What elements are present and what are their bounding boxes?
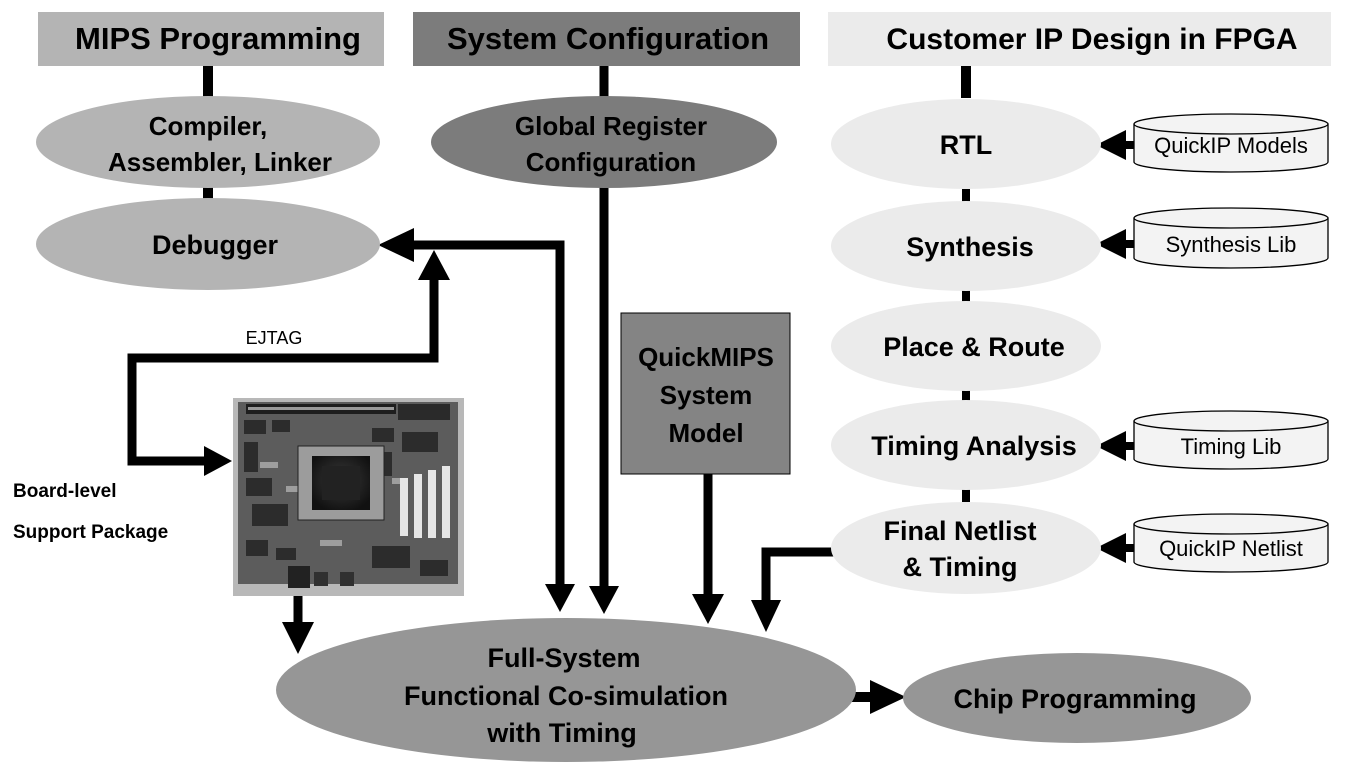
- connector-debugger-feedback-path: [412, 240, 565, 592]
- node-rtl-label: RTL: [940, 130, 992, 160]
- node-final-netlist: Final Netlist & Timing: [831, 502, 1101, 594]
- arrowhead-into-timing: [1096, 431, 1126, 461]
- node-full-system-line2: Functional Co-simulation: [404, 681, 728, 711]
- arrowhead-into-rtl: [1096, 130, 1126, 160]
- lib-timing: Timing Lib: [1133, 410, 1329, 470]
- node-place-route: Place & Route: [831, 301, 1101, 391]
- node-full-system: Full-System Functional Co-simulation wit…: [276, 618, 856, 762]
- lib-quickip-netlist-label: QuickIP Netlist: [1159, 536, 1303, 561]
- ejtag-label: EJTAG: [246, 328, 303, 348]
- node-place-route-label: Place & Route: [883, 332, 1065, 362]
- node-global-register-line1: Global Register: [515, 111, 707, 141]
- arrowhead-register-to-fullsystem: [589, 586, 619, 614]
- node-compiler-line2: Assembler, Linker: [108, 147, 332, 177]
- arrowhead-into-chip: [870, 680, 906, 714]
- node-final-netlist-line2: & Timing: [902, 552, 1017, 582]
- node-final-netlist-line1: Final Netlist: [883, 516, 1036, 546]
- node-global-register-line2: Configuration: [526, 147, 696, 177]
- node-full-system-line1: Full-System: [487, 643, 640, 673]
- lib-quickip-models-label: QuickIP Models: [1154, 133, 1308, 158]
- arrowhead-into-synthesis: [1096, 229, 1126, 259]
- header-customer-label: Customer IP Design in FPGA: [886, 23, 1297, 56]
- arrowhead-board-to-fullsystem: [282, 622, 314, 654]
- arrowhead-into-final-netlist: [1096, 533, 1126, 563]
- lib-quickip-models: QuickIP Models: [1133, 113, 1329, 173]
- node-synthesis-label: Synthesis: [906, 232, 1034, 262]
- node-debugger: Debugger: [36, 198, 380, 290]
- arrowhead-quickmips-to-fullsystem: [692, 594, 724, 624]
- board-photo: [233, 398, 464, 596]
- node-synthesis: Synthesis: [831, 201, 1101, 291]
- node-global-register: Global Register Configuration: [431, 96, 777, 188]
- node-full-system-line3: with Timing: [486, 718, 637, 748]
- node-quickmips-model: QuickMIPS System Model: [620, 312, 791, 475]
- node-chip-programming-label: Chip Programming: [953, 684, 1196, 714]
- node-timing-analysis-label: Timing Analysis: [871, 431, 1077, 461]
- lib-synthesis-label: Synthesis Lib: [1166, 232, 1297, 257]
- lib-synthesis: Synthesis Lib: [1133, 207, 1329, 269]
- header-mips: MIPS Programming: [38, 12, 384, 66]
- arrowhead-netlist-to-fullsystem: [751, 600, 781, 632]
- arrowheads: [204, 130, 1126, 714]
- header-system-label: System Configuration: [447, 21, 769, 56]
- board-label-line2: Support Package: [13, 522, 168, 543]
- node-quickmips-line3: Model: [668, 418, 743, 448]
- node-rtl: RTL: [831, 99, 1101, 189]
- node-quickmips-line1: QuickMIPS: [638, 342, 774, 372]
- node-timing-analysis: Timing Analysis: [831, 400, 1101, 490]
- header-system: System Configuration: [413, 12, 800, 66]
- lib-quickip-netlist: QuickIP Netlist: [1133, 513, 1329, 573]
- arrowhead-debugger-to-fullsystem: [545, 584, 575, 612]
- header-mips-label: MIPS Programming: [75, 21, 361, 56]
- connector-ejtag-path: [127, 278, 439, 466]
- arrowhead-into-board: [204, 446, 232, 476]
- node-compiler: Compiler, Assembler, Linker: [36, 96, 380, 188]
- node-compiler-line1: Compiler,: [149, 111, 267, 141]
- header-customer: Customer IP Design in FPGA: [828, 12, 1331, 66]
- arrowhead-ejtag-up: [418, 250, 450, 280]
- lib-timing-label: Timing Lib: [1181, 434, 1282, 459]
- board-label-line1: Board-level: [13, 481, 116, 502]
- node-debugger-label: Debugger: [152, 230, 279, 260]
- node-quickmips-line2: System: [660, 380, 753, 410]
- node-chip-programming: Chip Programming: [903, 653, 1251, 743]
- arrowhead-into-debugger: [378, 228, 414, 262]
- connector-netlist-to-fullsystem: [761, 547, 835, 605]
